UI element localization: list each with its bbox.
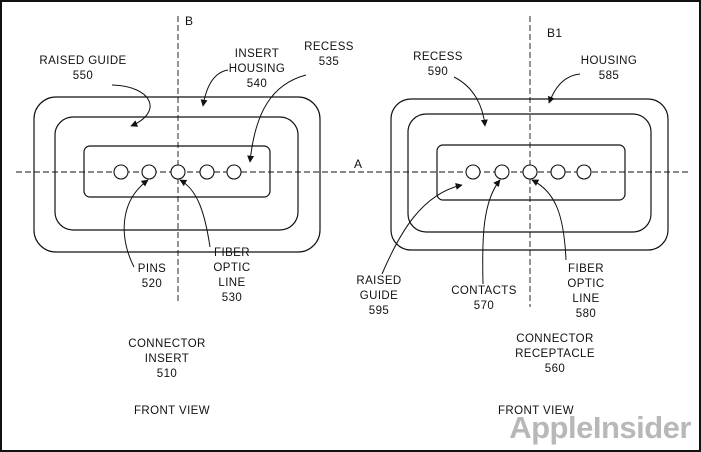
connector-receptacle-drawing — [381, 73, 669, 285]
fiber-optic-leader — [179, 179, 211, 248]
insert-housing-outline — [33, 96, 321, 253]
axis-label-b1: B1 — [547, 26, 563, 40]
insert-housing-leader — [200, 69, 229, 107]
recess-outline — [83, 145, 271, 198]
raised-guide-right-leader — [381, 182, 463, 275]
connector-insert-drawing — [33, 69, 321, 268]
pin — [226, 164, 242, 180]
contacts-leader — [482, 179, 501, 285]
contact — [550, 164, 566, 180]
recess-outline-right — [407, 113, 652, 233]
pin — [199, 164, 215, 180]
contact — [494, 164, 510, 180]
pin — [141, 164, 157, 180]
appleinsider-watermark: AppleInsider — [509, 410, 691, 445]
raised-guide-outline-right — [436, 144, 626, 201]
pin — [113, 164, 129, 180]
pins-leader — [123, 179, 149, 268]
fiber-optic-pin — [170, 164, 186, 180]
recess-leader — [247, 74, 307, 163]
raised-guide-leader — [111, 84, 151, 127]
housing-leader — [547, 73, 581, 104]
label-front-view-left: FRONT VIEW — [134, 405, 210, 417]
housing-outline — [390, 98, 669, 251]
axis-label-b: B — [185, 14, 194, 28]
recess-right-leader — [453, 76, 488, 127]
contact — [576, 164, 592, 180]
label-front-view-right: FRONT VIEW — [498, 405, 574, 417]
raised-guide-outline — [54, 116, 299, 231]
fiber-optic-contact — [522, 164, 538, 180]
fiber-optic-right-leader — [531, 179, 567, 261]
axis-label-a: A — [354, 157, 363, 171]
contact — [465, 164, 481, 180]
